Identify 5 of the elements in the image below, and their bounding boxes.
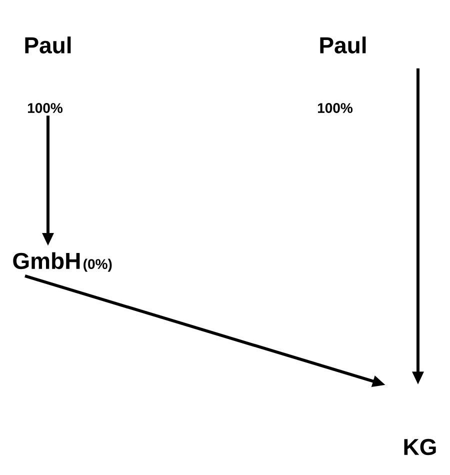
node-label: Paul bbox=[25, 36, 71, 54]
node-label: KG bbox=[404, 438, 436, 456]
edge-label: 100% bbox=[316, 102, 354, 114]
edge-label: 100% bbox=[26, 102, 64, 114]
node-label: Paul bbox=[320, 36, 366, 54]
